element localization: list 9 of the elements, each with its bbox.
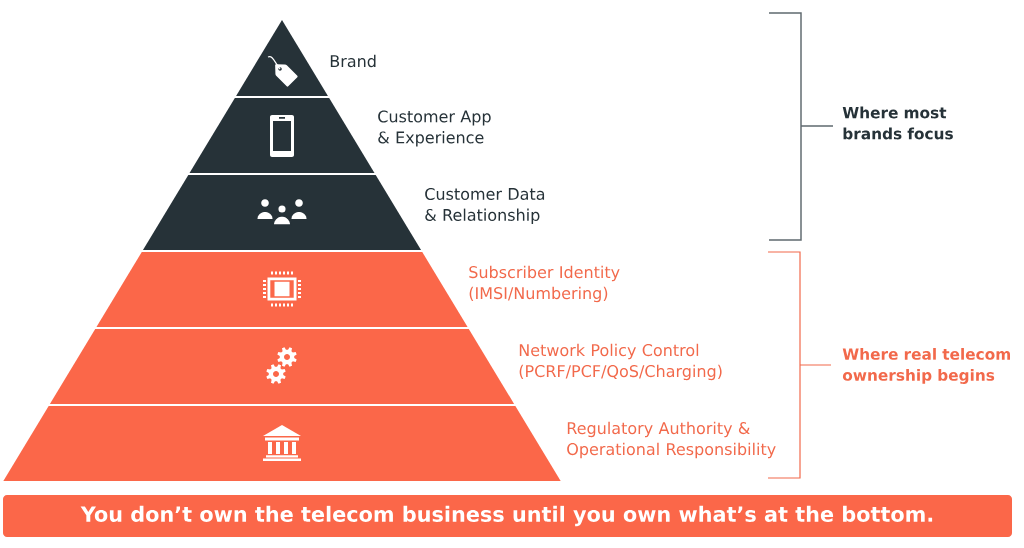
tier-label: Network Policy Control (PCRF/PCF/QoS/Charging) (519, 343, 722, 381)
banner: You don’t own the telecom business until you own what’s at the bottom. (3, 495, 1012, 537)
tier-label: Regulatory Authority & Operational Responsibility (567, 421, 776, 459)
tier-label: Customer App & Experience (378, 110, 491, 147)
tier-label: Brand (330, 54, 376, 68)
tier-label: Customer Data & Relationship (425, 187, 545, 225)
bracket-label: Where most brands focus (842, 106, 953, 140)
bracket-label: Where real telecom ownership begins (842, 348, 1010, 384)
tier-label: Subscriber Identity (IMSI/Numbering) (469, 265, 620, 303)
